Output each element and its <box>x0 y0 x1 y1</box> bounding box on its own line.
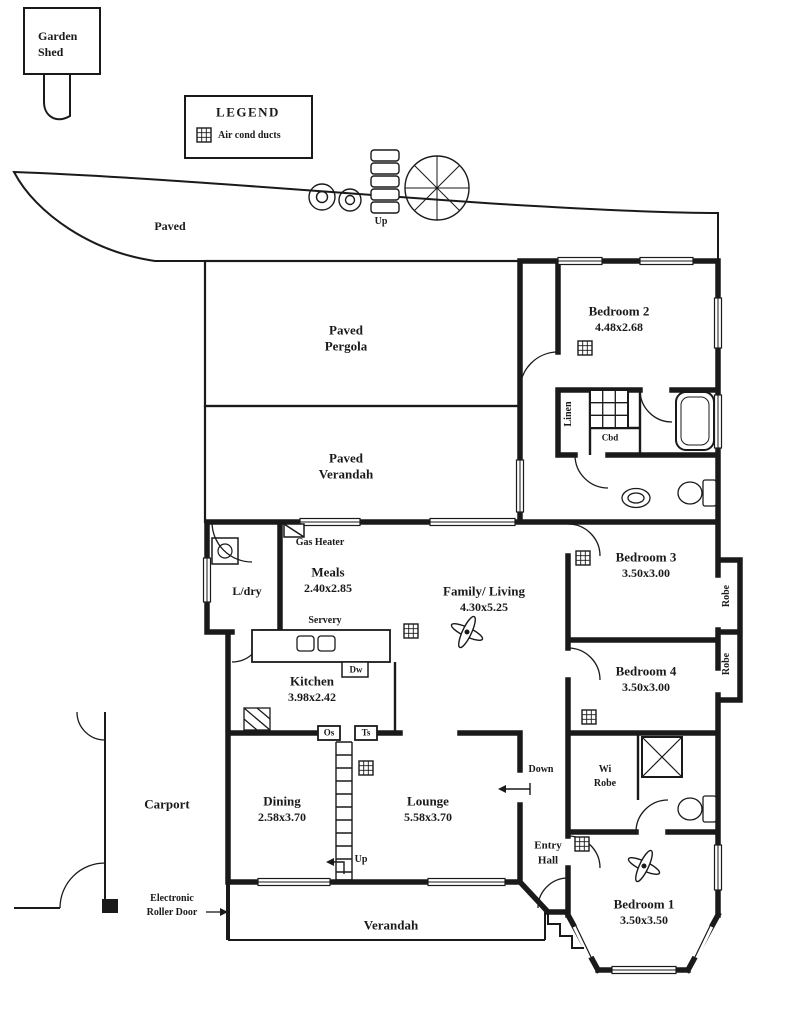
up-stairs-label: Up <box>354 854 368 865</box>
linen-label: Linen <box>563 401 574 427</box>
tree-icon <box>308 155 470 221</box>
family-living-size: 4.30x5.25 <box>460 600 508 614</box>
paved-verandah-label-line1: Paved <box>329 450 363 466</box>
garden-shed-outline <box>23 7 101 121</box>
bedroom3-size: 3.50x3.00 <box>622 566 670 580</box>
legend-box <box>184 95 313 159</box>
carport-lines <box>14 712 230 940</box>
lounge-name: Lounge <box>407 793 449 809</box>
pergola-verandah-outline <box>203 259 522 524</box>
kitchen-name: Kitchen <box>289 673 335 689</box>
up-top-label: Up <box>374 216 388 227</box>
wi-robe-label-line1: Wi <box>598 764 612 775</box>
carport-label: Carport <box>144 796 190 812</box>
verandah-outline <box>228 912 546 941</box>
legend-title: LEGEND <box>216 104 280 120</box>
ceiling-fan-icon <box>450 615 484 649</box>
meals-size: 2.40x2.85 <box>304 581 352 595</box>
roller-door-arrow <box>206 908 228 916</box>
garden-shed-label-line1: Garden <box>38 29 78 43</box>
air-duct-icons <box>196 127 597 852</box>
verandah-label: Verandah <box>363 917 419 933</box>
windows <box>202 256 723 975</box>
down-arrow <box>498 783 531 795</box>
basin-icon <box>621 487 651 509</box>
bath-icon <box>675 391 715 451</box>
paved-area-outline <box>12 170 719 262</box>
down-label: Down <box>528 764 554 775</box>
meals-name: Meals <box>311 564 345 580</box>
shower-skylight-icon <box>589 389 629 429</box>
bedroom4-size: 3.50x3.00 <box>622 680 670 694</box>
cupboard-label: Cbd <box>601 432 619 443</box>
gas-heater-label: Gas Heater <box>295 537 345 548</box>
gas-heater-icon <box>283 523 305 538</box>
family-living-name: Family/ Living <box>443 583 525 599</box>
roller-door-label-line1: Electronic <box>150 893 194 904</box>
bench-unit-boxes <box>317 725 378 741</box>
bedroom1-name: Bedroom 1 <box>613 896 675 912</box>
legend-air-duct-label: Air cond ducts <box>218 130 281 141</box>
laundry-label: L/dry <box>232 584 262 598</box>
bedroom2-size: 4.48x2.68 <box>595 320 643 334</box>
roller-door-label-line2: Roller Door <box>146 907 198 918</box>
laundry-trough-icon <box>211 537 239 565</box>
garden-steps <box>370 149 400 214</box>
robe-bed4-label: Robe <box>721 652 732 676</box>
kitchen-size: 3.98x2.42 <box>288 690 336 704</box>
pergola-label-line1: Paved <box>329 322 363 338</box>
paved-label: Paved <box>154 219 186 233</box>
bench-right-label: Ts <box>361 727 371 738</box>
kitchen-bench <box>251 629 391 678</box>
bedroom2-name: Bedroom 2 <box>588 303 650 319</box>
paved-verandah-label-line2: Verandah <box>318 466 374 482</box>
toilet-icon <box>677 479 717 507</box>
bedroom3-name: Bedroom 3 <box>615 549 677 565</box>
house-walls <box>204 258 743 974</box>
dining-name: Dining <box>263 793 301 809</box>
fridge-icon <box>243 707 271 731</box>
pergola-label-line2: Pergola <box>324 338 368 354</box>
wi-robe-label-line2: Robe <box>593 778 617 789</box>
entry-steps <box>547 912 584 949</box>
bedroom1-size: 3.50x3.50 <box>620 913 668 927</box>
stairs <box>326 741 353 881</box>
entry-hall-label-line2: Hall <box>537 854 559 867</box>
dishwasher-label: Dw <box>349 664 363 675</box>
ensuite-shower-icon <box>641 736 683 778</box>
lounge-size: 5.58x3.70 <box>404 810 452 824</box>
entry-hall-label-line1: Entry <box>534 839 562 852</box>
robe-bed3-label: Robe <box>721 584 732 608</box>
ceiling-fan-icon <box>627 849 661 883</box>
bench-left-label: Os <box>323 727 335 738</box>
servery-label: Servery <box>308 615 342 626</box>
ensuite-toilet-icon <box>677 795 717 823</box>
bedroom4-name: Bedroom 4 <box>615 663 677 679</box>
dining-size: 2.58x3.70 <box>258 810 306 824</box>
garden-shed-label-line2: Shed <box>38 45 64 59</box>
